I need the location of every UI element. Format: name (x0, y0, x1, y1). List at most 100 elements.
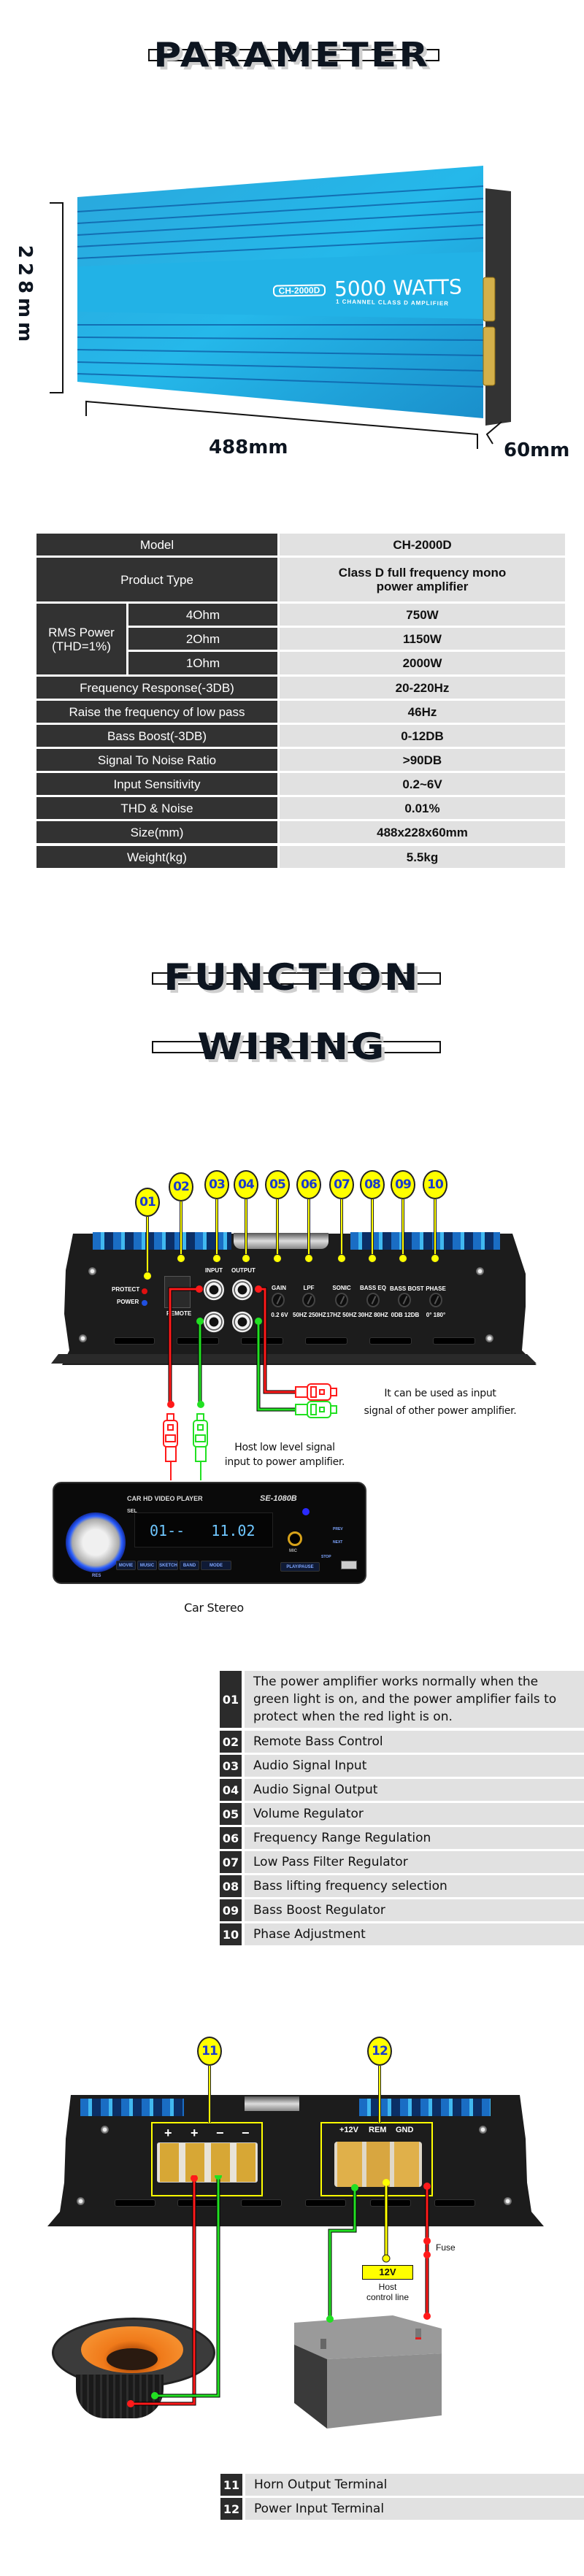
display-readout: 01-- 11.02 (150, 1522, 256, 1539)
list-item: 07 Low Pass Filter Regulator (220, 1851, 584, 1873)
callout-03: 03 (204, 1170, 229, 1199)
spec-value: Class D full frequency mono power amplif… (280, 558, 565, 601)
callout-anchor-dot (304, 1254, 313, 1263)
callout-11: 11 (197, 2037, 222, 2066)
spec-label: THD & Noise (36, 797, 277, 819)
power-rating-label: 5000 WATTS (334, 274, 463, 301)
callout-leader (276, 1199, 279, 1258)
host-caption-line2: input to power amplifier. (224, 1456, 345, 1468)
screw-icon (479, 2126, 487, 2134)
callout-leader (215, 1199, 218, 1258)
screw-icon (476, 1267, 484, 1275)
car-stereo-caption: Car Stereo (184, 1601, 244, 1615)
item-text: Power Input Terminal (245, 2498, 584, 2520)
control-range: 17HZ 50HZ (326, 1312, 357, 1318)
stereo-model: SE-1080B (260, 1494, 297, 1503)
output-caption-line1: It can be used as input (384, 1388, 496, 1399)
callout-anchor-dot (399, 1254, 407, 1263)
speaker-terminals (157, 2142, 258, 2183)
output-caption-line2: signal of other power amplifier. (364, 1405, 517, 1417)
screw-icon (88, 1267, 96, 1275)
screw-icon (79, 1334, 87, 1342)
item-text: Horn Output Terminal (245, 2474, 584, 2496)
rms-load: 2Ohm (128, 628, 277, 650)
callout-leader (180, 1202, 182, 1258)
spec-value: 20-220Hz (280, 677, 565, 699)
item-text: Bass lifting frequency selection (245, 1875, 584, 1897)
remote-label: REMOTE (166, 1310, 192, 1317)
terminal-sign: + (164, 2126, 172, 2140)
callout-anchor-dot (177, 1254, 185, 1263)
item-text: Audio Signal Input (245, 1755, 584, 1777)
center-window (234, 1233, 328, 1249)
control-label: PHASE (426, 1285, 446, 1292)
vent-slot (305, 2199, 346, 2207)
signal-wiring (163, 1285, 337, 1480)
protect-label: PROTECT (112, 1286, 140, 1293)
callout-02: 02 (169, 1172, 193, 1202)
callout-anchor-dot (273, 1254, 282, 1263)
spec-value: 488x228x60mm (280, 821, 565, 843)
stereo-button-movie[interactable]: MOVIE (116, 1561, 136, 1570)
model-badge: CH-2000D (272, 284, 326, 297)
screw-icon (101, 2126, 109, 2134)
control-range: 50HZ 250HZ (293, 1312, 326, 1318)
control-range: 0° 180° (426, 1312, 446, 1318)
heatsink-fins-left (93, 1232, 231, 1250)
bass-eq-knob (366, 1293, 380, 1307)
mic-label: MIC (289, 1549, 297, 1553)
usb-port (341, 1561, 357, 1569)
terminal-sign: − (242, 2126, 250, 2140)
callout-09: 09 (391, 1170, 415, 1199)
rms-value: 2000W (280, 652, 565, 674)
stop-label: STOP (321, 1555, 331, 1559)
heatsink-fins-left (80, 2099, 184, 2116)
item-text: Audio Signal Output (245, 1779, 584, 1801)
item-text: Bass Boost Regulator (245, 1899, 584, 1921)
spec-label: Raise the frequency of low pass (36, 701, 277, 723)
stereo-brand: CAR HD VIDEO PLAYER (127, 1495, 203, 1502)
rca-output-jack (232, 1311, 253, 1333)
item-number: 06 (220, 1827, 242, 1849)
list-item: 05 Volume Regulator (220, 1803, 584, 1825)
spec-value: >90DB (280, 749, 565, 771)
list-item: 12 Power Input Terminal (220, 2498, 584, 2520)
heatsink-fins-right (359, 2099, 491, 2116)
list-item: 11 Horn Output Terminal (220, 2474, 584, 2496)
item-number: 09 (220, 1899, 242, 1921)
rca-output-jack (232, 1279, 253, 1301)
heading-underline-bar (152, 972, 441, 985)
screw-icon (504, 2197, 512, 2205)
control-caption-line2: control line (366, 2292, 410, 2302)
stereo-button-sketch[interactable]: SKETCH (158, 1561, 178, 1570)
power-terminal-label: GND (396, 2126, 414, 2134)
vent-slot (241, 2199, 282, 2207)
power-terminal-label: REM (369, 2126, 387, 2134)
stereo-button-band[interactable]: BAND (180, 1561, 199, 1570)
callout-05: 05 (265, 1170, 290, 1199)
vent-slot (305, 1337, 347, 1345)
control-label: BASS EQ (359, 1285, 386, 1291)
callout-07: 07 (329, 1170, 354, 1199)
list-item: 02 Remote Bass Control (220, 1731, 584, 1753)
heading-underline-bar (148, 49, 439, 61)
callout-anchor-dot (212, 1254, 221, 1263)
stereo-button-music[interactable]: MUSIC (137, 1561, 157, 1570)
spec-label: Bass Boost(-3DB) (36, 725, 277, 747)
product-image: CH-2000D 5000 WATTS 1 CHANNEL CLASS D AM… (0, 146, 584, 467)
function-heading: FUNCTION (163, 956, 421, 999)
list-item: 01 The power amplifier works normally wh… (220, 1671, 584, 1728)
rca-input-jack (204, 1311, 224, 1333)
spec-value: 0.2~6V (280, 773, 565, 795)
power-terminal-label: +12V (339, 2126, 358, 2134)
stereo-button-play-pause[interactable]: PLAY/PAUSE (280, 1562, 320, 1572)
speaker (52, 2318, 215, 2420)
callout-anchor-dot (431, 1254, 439, 1263)
stereo-button-mode[interactable]: MODE (201, 1561, 231, 1570)
control-range: 30HZ 80HZ (358, 1312, 388, 1318)
item-number: 04 (220, 1779, 242, 1801)
callout-leader (340, 1199, 343, 1258)
list-item: 08 Bass lifting frequency selection (220, 1875, 584, 1897)
volume-knob[interactable] (66, 1512, 126, 1572)
rca-plug-output-green (295, 1401, 337, 1418)
